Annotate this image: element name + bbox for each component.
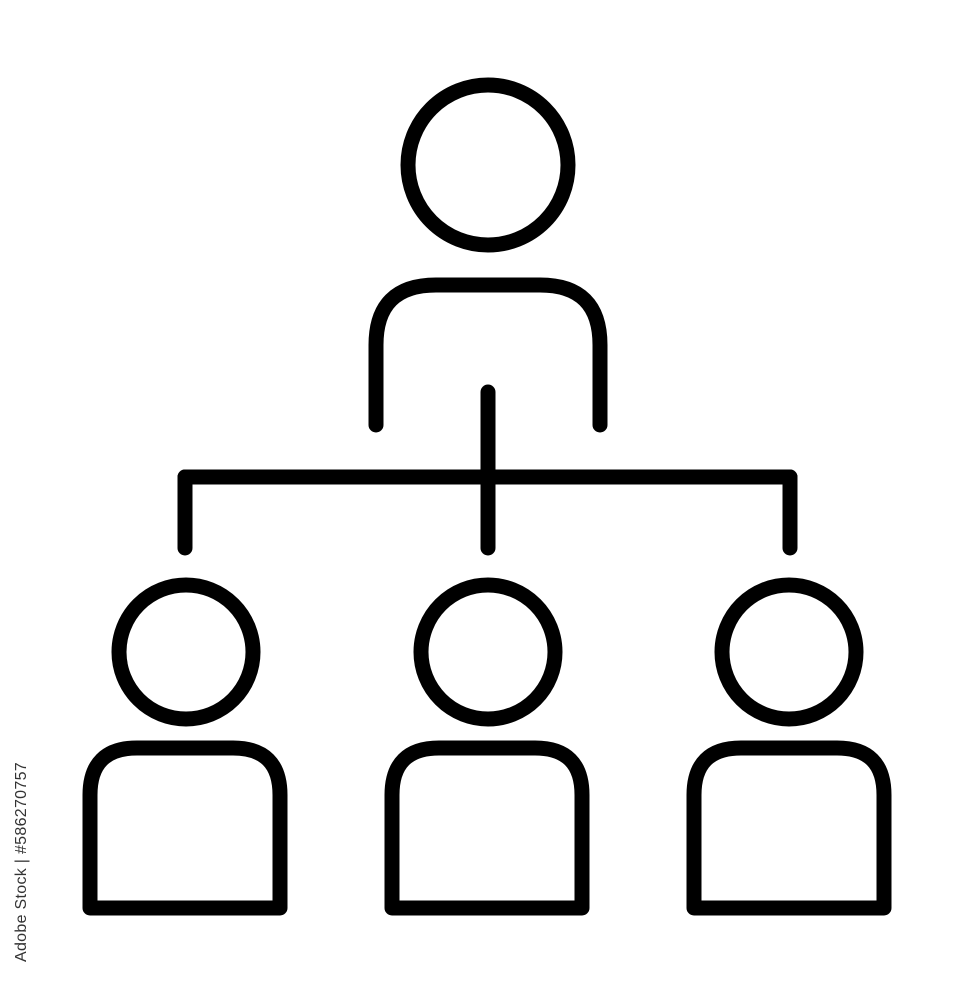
connector-lines	[177, 384, 798, 556]
top-person-head	[400, 77, 576, 253]
bottom-right-person-icon	[686, 577, 892, 916]
bottom-middle-person-icon	[384, 577, 590, 916]
bottom-middle-person-body	[384, 740, 590, 916]
bottom-right-person-body	[686, 740, 892, 916]
bottom-right-person-head	[714, 577, 864, 727]
bottom-left-person-body	[82, 740, 288, 916]
top-person-icon	[368, 77, 608, 433]
bottom-left-person-head	[111, 577, 261, 727]
top-person-body	[368, 277, 608, 433]
stock-watermark-label: Adobe Stock | #586270757	[13, 762, 30, 962]
bottom-left-person-icon	[82, 577, 288, 916]
bottom-middle-person-head	[413, 577, 563, 727]
